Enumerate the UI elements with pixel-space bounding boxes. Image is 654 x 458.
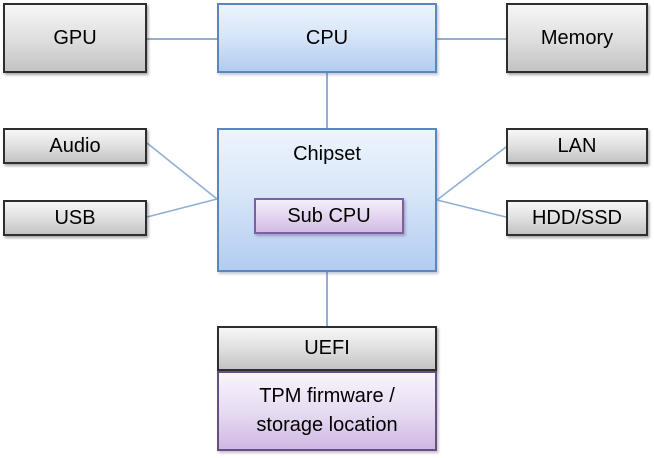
- node-gpu-label: GPU: [53, 26, 97, 49]
- connector-chipset-hdd: [436, 199, 507, 218]
- node-cpu-label: CPU: [305, 26, 349, 49]
- node-memory-label: Memory: [540, 26, 614, 49]
- node-lan: LAN: [506, 128, 648, 164]
- connector-audio-chipset: [146, 142, 218, 200]
- node-uefi: UEFI: [217, 326, 437, 371]
- node-tpm-label-line1: TPM firmware /: [259, 385, 395, 407]
- node-hdd-ssd: HDD/SSD: [506, 200, 648, 236]
- node-tpm-firmware-storage: TPM firmware / storage location: [217, 371, 437, 451]
- node-chipset-label: Chipset: [293, 143, 361, 165]
- node-audio-label: Audio: [49, 134, 101, 157]
- node-cpu: CPU: [217, 3, 437, 73]
- connector-usb-chipset: [146, 198, 218, 218]
- node-hdd-ssd-label: HDD/SSD: [531, 206, 622, 229]
- node-sub-cpu-label: Sub CPU: [287, 204, 371, 227]
- node-audio: Audio: [3, 128, 147, 164]
- node-chipset: Chipset Sub CPU: [217, 128, 437, 272]
- node-memory: Memory: [506, 3, 648, 73]
- node-uefi-label: UEFI: [304, 337, 350, 359]
- node-sub-cpu: Sub CPU: [254, 198, 404, 234]
- node-lan-label: LAN: [557, 134, 597, 157]
- node-tpm-label-line2: storage location: [256, 414, 398, 436]
- connector-chipset-lan: [436, 146, 507, 201]
- node-usb-label: USB: [54, 206, 96, 229]
- node-usb: USB: [3, 200, 147, 236]
- node-gpu: GPU: [3, 3, 147, 73]
